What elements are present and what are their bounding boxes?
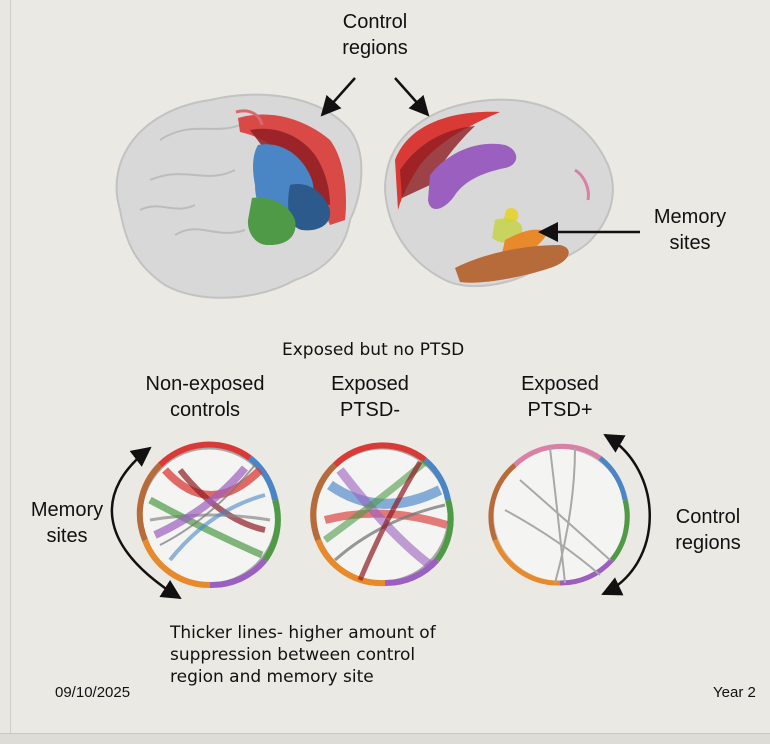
label-control-regions-top: Control regions [342, 11, 408, 59]
right-brain [383, 98, 614, 287]
label-exposed-no-ptsd: Exposed but no PTSD [282, 340, 465, 360]
slide-date: 09/10/2025 [55, 684, 131, 701]
slide-frame [10, 0, 770, 734]
slide-footer-year: Year 2 [713, 684, 756, 701]
label-memory-sites-left: Memory sites [30, 499, 104, 547]
label-control-regions-right: Control regions [675, 506, 741, 554]
column-title-nonexposed: Non-exposed controls [145, 373, 265, 421]
bottom-border [0, 733, 770, 744]
left-brain [115, 93, 363, 299]
control-regions-arc-arrow [601, 433, 651, 596]
arrow-to-right-brain [394, 77, 430, 117]
connectivity-circle-ptsd-minus [310, 442, 454, 587]
column-title-ptsd-plus: Exposed PTSD+ [521, 373, 599, 421]
connectivity-circle-nonexposed [136, 441, 281, 589]
label-memory-sites-right: Memory sites [653, 206, 727, 254]
memory-sites-arc-arrow [110, 446, 182, 600]
column-title-ptsd-minus: Exposed PTSD- [331, 373, 409, 421]
caption: Thicker lines- higher amount of suppress… [170, 623, 436, 687]
connectivity-circle-ptsd-plus [488, 443, 630, 586]
arrow-to-left-brain [320, 77, 356, 117]
